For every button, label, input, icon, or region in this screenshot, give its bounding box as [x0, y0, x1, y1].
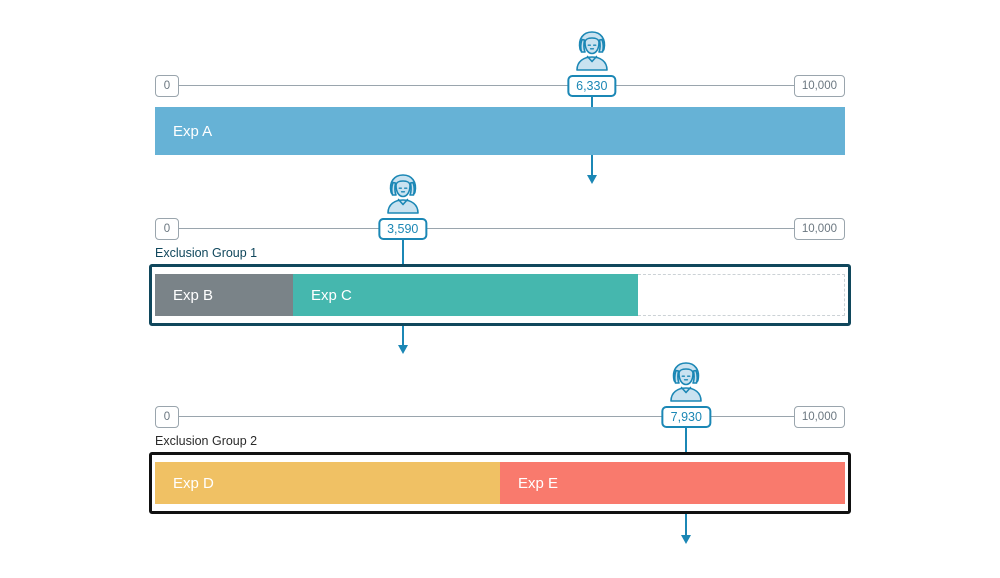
bar-track-row-2: Exp B Exp C [155, 274, 845, 316]
bar-segment-label: Exp C [311, 286, 352, 304]
scale-min-label: 0 [155, 218, 179, 240]
exclusion-group-2-label: Exclusion Group 2 [155, 434, 258, 448]
marker-value-badge[interactable]: 6,330 [567, 75, 617, 97]
arrow-down-icon [586, 175, 597, 184]
arrow-down-icon [397, 345, 408, 354]
user-avatar-icon [380, 170, 426, 216]
bar-segment-exp-d[interactable]: Exp D [155, 462, 500, 504]
scale-max-label: 10,000 [793, 75, 845, 97]
exclusion-group-1-label: Exclusion Group 1 [155, 246, 258, 260]
scale-line [155, 228, 845, 229]
bar-track-row-3: Exp D Exp E [155, 462, 845, 504]
scale-track-row-2[interactable]: 0 10,000 [155, 174, 845, 354]
bar-track-row-1: Exp A [155, 107, 845, 155]
bar-segment-label: Exp A [173, 122, 213, 140]
bar-segment-label: Exp E [518, 474, 559, 492]
marker-value-badge[interactable]: 3,590 [378, 218, 428, 240]
bar-segment-label: Exp D [173, 474, 214, 492]
scale-track-row-3[interactable]: 0 10,000 [155, 362, 845, 544]
scale-line [155, 416, 845, 417]
bar-segment-exp-c[interactable]: Exp C [293, 274, 638, 316]
scale-min-label: 0 [155, 75, 179, 97]
bar-segment-exp-b[interactable]: Exp B [155, 274, 293, 316]
arrow-down-icon [681, 535, 692, 544]
scale-max-label: 10,000 [793, 406, 845, 428]
bar-segment-exp-a[interactable]: Exp A [155, 107, 845, 155]
scale-track-row-1[interactable]: 0 10,000 [155, 31, 845, 184]
bar-segment-unallocated[interactable] [638, 274, 845, 316]
marker-value-badge[interactable]: 7,930 [661, 406, 711, 428]
scale-line [155, 85, 845, 86]
scale-min-label: 0 [155, 406, 179, 428]
user-avatar-icon [663, 358, 709, 404]
scale-max-label: 10,000 [793, 218, 845, 240]
bar-segment-label: Exp B [173, 286, 214, 304]
bar-segment-exp-e[interactable]: Exp E [500, 462, 845, 504]
user-avatar-icon [569, 27, 615, 73]
